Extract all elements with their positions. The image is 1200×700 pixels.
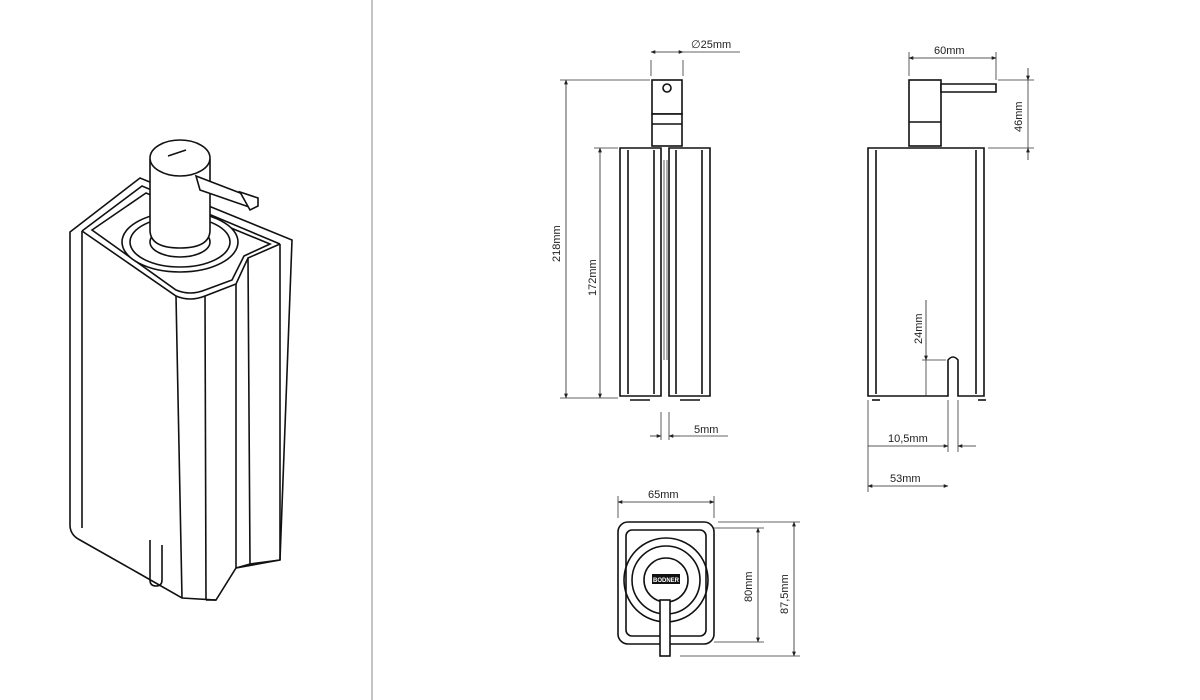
isometric-view xyxy=(69,139,293,601)
dim-pump-diameter: ∅25mm xyxy=(691,39,731,51)
dim-slot-width: 10,5mm xyxy=(888,433,928,445)
logo-text: BODNER xyxy=(653,578,680,584)
dim-spout-length: 60mm xyxy=(934,45,965,57)
logo-plate xyxy=(652,574,680,584)
top-view: BODNER 65mm 80mm 87,5mm xyxy=(617,489,800,657)
dim-body-height: 172mm xyxy=(587,259,599,296)
dim-top-width: 65mm xyxy=(648,489,679,501)
dim-gap-width: 5mm xyxy=(694,424,718,436)
dim-top-depth-outer: 87,5mm xyxy=(779,574,791,614)
dim-side-depth: 53mm xyxy=(890,473,921,485)
side-view: 60mm 46mm 24mm 10,5mm 53mm xyxy=(867,45,1034,492)
logo-mark-iso xyxy=(167,149,187,157)
front-view: ∅25mm 218mm 172mm 5mm xyxy=(551,39,740,440)
dim-slot-height: 24mm xyxy=(913,313,925,344)
dim-top-depth-inner: 80mm xyxy=(743,571,755,602)
dim-pump-height: 46mm xyxy=(1013,101,1025,132)
dim-total-height: 218mm xyxy=(551,225,563,262)
